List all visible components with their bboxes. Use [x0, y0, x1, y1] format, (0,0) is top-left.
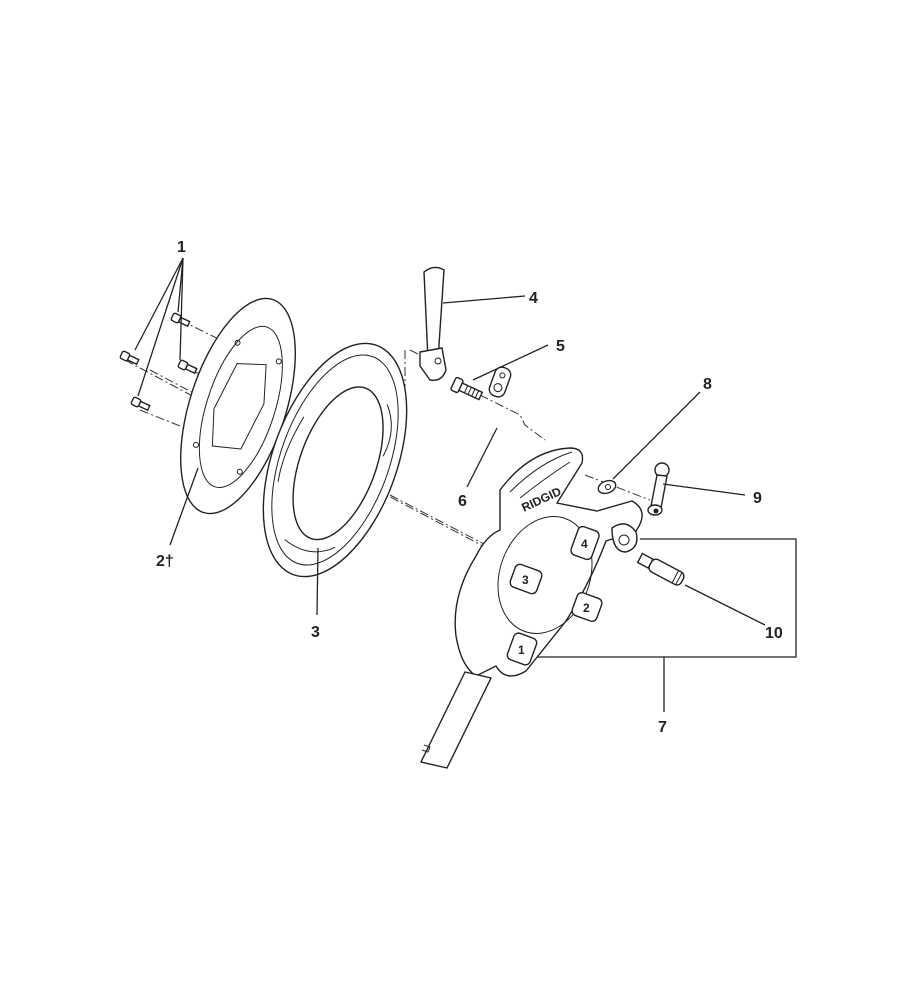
callout-3: 3 [311, 624, 320, 641]
die-blank [419, 671, 493, 769]
part-9-pin [647, 462, 670, 516]
part-2-plate [180, 297, 296, 515]
svg-text:1: 1 [518, 643, 525, 657]
callout-labels: 1 2† 3 4 5 6 7 8 9 10 [156, 239, 783, 736]
callout-10: 10 [765, 625, 783, 642]
callout-4: 4 [529, 290, 538, 307]
callout-1: 1 [177, 239, 186, 256]
svg-text:2: 2 [583, 601, 590, 615]
part-7-die-head: RIDGID 4 3 2 1 [454, 447, 643, 677]
part-6-link [488, 366, 512, 398]
part-8-washer [597, 479, 617, 495]
svg-text:3: 3 [522, 573, 529, 587]
die-slot-1: 1 [506, 632, 538, 666]
part-4-lever [419, 266, 447, 381]
callout-2: 2† [156, 553, 174, 570]
die-slot-3: 3 [509, 563, 543, 595]
part-1-screws [119, 312, 198, 412]
die-slot-4: 4 [570, 525, 600, 561]
callout-5: 5 [556, 338, 565, 355]
die-slot-2: 2 [571, 591, 603, 623]
callout-9: 9 [753, 490, 762, 507]
callout-7: 7 [658, 719, 667, 736]
part-5-bolt [450, 376, 484, 401]
part-10-plunger [636, 552, 685, 586]
callout-6: 6 [458, 493, 467, 510]
part-3-cam-ring [262, 342, 408, 578]
svg-text:4: 4 [581, 537, 588, 551]
callout-8: 8 [703, 376, 712, 393]
leader-lines [134, 257, 797, 712]
